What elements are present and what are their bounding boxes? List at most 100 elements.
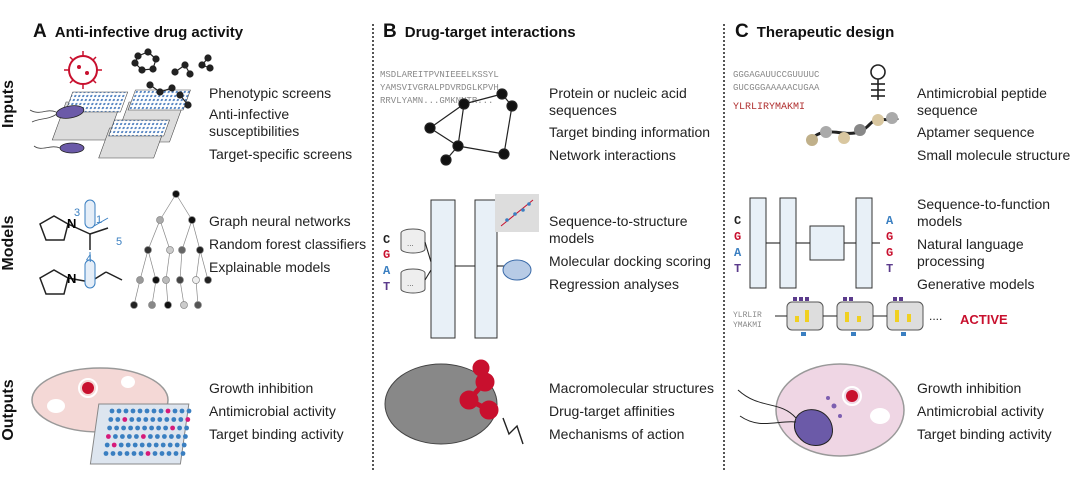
nuc-b-a: A (383, 264, 391, 278)
well (141, 434, 146, 439)
panel-a-input-4: Target-specific screens (209, 146, 353, 162)
well (125, 442, 131, 448)
panel-b-model-diagram: C G A T ... ... (383, 194, 539, 339)
network-interactions-graph (424, 88, 518, 166)
panel-c-output-2: Antimicrobial activity (917, 403, 1044, 419)
panel-c-model-5: Generative models (917, 276, 1035, 292)
well (121, 425, 126, 431)
graph-number-4: 4 (86, 253, 92, 265)
panel-c-model-4: processing (917, 253, 985, 269)
nuc-c-in-t: T (734, 262, 741, 276)
well (183, 434, 188, 439)
well (186, 408, 192, 414)
panel-c-input-1: Antimicrobial peptide (917, 85, 1047, 101)
well (118, 442, 124, 448)
row-label-models: Models (0, 215, 17, 271)
panel-c-output-3: Target binding activity (917, 426, 1052, 442)
well (117, 451, 123, 456)
well (148, 434, 153, 439)
panel-a-letter: A (33, 21, 47, 42)
panel-b-input-2: sequences (549, 102, 617, 118)
protein-surface (384, 363, 498, 445)
well-plate-wells (103, 408, 192, 456)
well (165, 408, 171, 414)
gen-step-3 (886, 297, 924, 336)
plate-stack-3 (98, 119, 170, 159)
phenotypic-screen-illustration (29, 48, 214, 159)
well (124, 451, 130, 456)
well (169, 434, 174, 439)
well (110, 451, 116, 456)
c-nn-block (809, 225, 845, 261)
panel-a-model-1: Graph neural networks (209, 213, 351, 229)
bacterium-large-icon (737, 389, 833, 446)
well (143, 417, 149, 422)
well (181, 442, 187, 448)
nuc-b-g: G (383, 248, 390, 262)
panel-c-output-1: Growth inhibition (917, 380, 1022, 396)
nuc-c-in-g: G (734, 230, 741, 244)
nn-layer-2 (474, 199, 498, 339)
well (173, 451, 179, 456)
well (138, 451, 144, 456)
well (180, 451, 186, 456)
panel-c-model-3: Natural language (917, 236, 1024, 252)
well (137, 408, 143, 414)
well (134, 434, 139, 439)
well (185, 417, 191, 422)
nn-layer-1 (430, 199, 456, 339)
well (114, 425, 119, 431)
petri-dish-well-plate-illustration (31, 367, 192, 465)
well (145, 451, 151, 456)
panel-b-model-2: models (549, 230, 595, 246)
aptamer-illustration (806, 64, 899, 146)
well (127, 434, 132, 439)
well (174, 442, 180, 448)
c-nn-layer-2 (779, 197, 797, 289)
protein-icon-small (502, 259, 532, 281)
protein-structure-illustration (384, 359, 524, 445)
database-icon-1: ... (400, 228, 426, 254)
panel-c-model-diagram: C G A T A G G T (734, 197, 894, 289)
nuc-c-out-a: A (886, 214, 894, 228)
svg-text:N: N (67, 216, 76, 231)
panel-c-input-4: Small molecule structure (917, 147, 1071, 163)
panel-b-output-2: Drug-target affinities (549, 403, 675, 419)
aptamer-chain (806, 112, 899, 146)
divider-b-c (723, 24, 725, 470)
nuc-c-in-a: A (734, 246, 742, 260)
well (116, 408, 122, 414)
panel-c-seq-line-2: GUCGGGAAAAACUGAA (733, 83, 820, 93)
well (155, 434, 160, 439)
panel-b-model-4: Regression analyses (549, 276, 679, 292)
well (144, 408, 150, 414)
well (157, 417, 163, 422)
graph-number-5: 5 (116, 236, 122, 248)
well (162, 434, 167, 439)
well-plate (89, 403, 190, 465)
well (160, 442, 166, 448)
well (149, 425, 154, 431)
gen-step-2 (836, 297, 874, 336)
well (107, 425, 112, 431)
bacterium-icon (29, 105, 85, 154)
well (176, 434, 181, 439)
well (167, 442, 173, 448)
panel-a-model-3: Explainable models (209, 259, 331, 275)
well (135, 425, 140, 431)
random-forest-tree (130, 190, 212, 309)
panel-b-input-1: Protein or nucleic acid (549, 85, 687, 101)
panel-c-seq-line-1: GGGAGAUUCCGUUUUC (733, 70, 820, 80)
panel-a-output-1: Growth inhibition (209, 380, 314, 396)
well (163, 425, 169, 431)
panel-b-input-4: Network interactions (549, 147, 676, 163)
panel-b-output-3: Mechanisms of action (549, 426, 685, 442)
well (153, 442, 159, 448)
well (159, 451, 165, 456)
panel-b-title: Drug-target interactions (404, 24, 576, 41)
panel-a-output-3: Target binding activity (209, 426, 344, 442)
gen-ellipsis: .... (929, 309, 943, 323)
well (146, 442, 152, 448)
well (104, 442, 110, 448)
panel-b-seq-line-1: MSDLAREITPVNIEEELKSSYL (380, 70, 499, 80)
